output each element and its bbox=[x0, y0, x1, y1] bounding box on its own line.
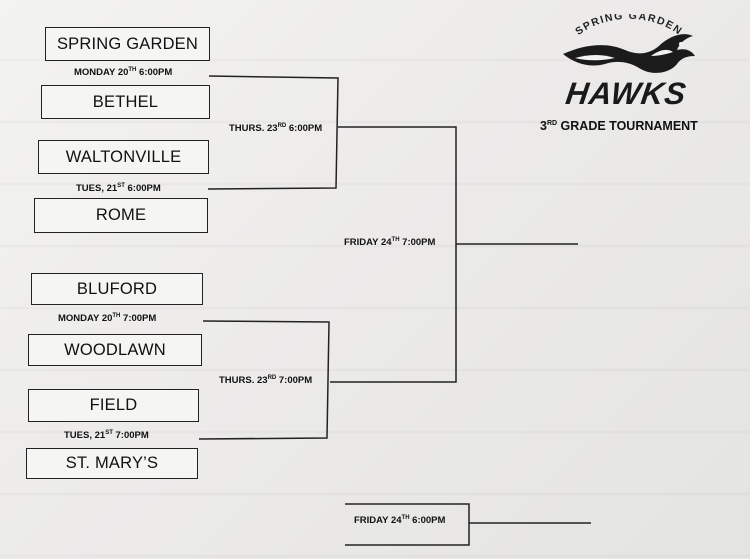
team-bethel: BETHEL bbox=[41, 85, 210, 119]
game-label-2: TUES, 21ST 6:00PM bbox=[76, 183, 161, 194]
game-label-final: FRIDAY 24TH 7:00PM bbox=[344, 237, 436, 248]
bracket-line-game3 bbox=[198, 320, 330, 440]
game-label-semi1: THURS. 23RD 6:00PM bbox=[229, 123, 323, 134]
team-field: FIELD bbox=[28, 389, 199, 422]
tournament-title: 3RD GRADE TOURNAMENT bbox=[540, 119, 698, 133]
game-label-consolation: FRIDAY 24TH 6:00PM bbox=[354, 515, 446, 526]
logo-arc-text: SPRING GARDEN bbox=[573, 14, 685, 38]
game-label-semi2: THURS. 23RD 7:00PM bbox=[219, 375, 313, 386]
team-rome: ROME bbox=[34, 198, 208, 233]
game-label-4: TUES, 21ST 7:00PM bbox=[64, 430, 149, 441]
game-label-3: MONDAY 20TH 7:00PM bbox=[58, 313, 157, 324]
team-st-marys: ST. MARY’S bbox=[26, 448, 198, 479]
team-bluford: BLUFORD bbox=[31, 273, 203, 305]
game-label-1: MONDAY 20TH 6:00PM bbox=[74, 67, 173, 78]
logo-name: HAWKS bbox=[563, 76, 689, 111]
team-spring-garden: SPRING GARDEN bbox=[45, 27, 210, 61]
bracket-line-game1 bbox=[207, 75, 339, 190]
hawk-head-icon: SPRING GARDEN bbox=[563, 14, 695, 73]
bracket-line-consolation bbox=[345, 503, 470, 546]
bracket-line-semi1 bbox=[330, 126, 457, 383]
team-waltonville: WALTONVILLE bbox=[38, 140, 209, 174]
team-woodlawn: WOODLAWN bbox=[28, 334, 202, 366]
